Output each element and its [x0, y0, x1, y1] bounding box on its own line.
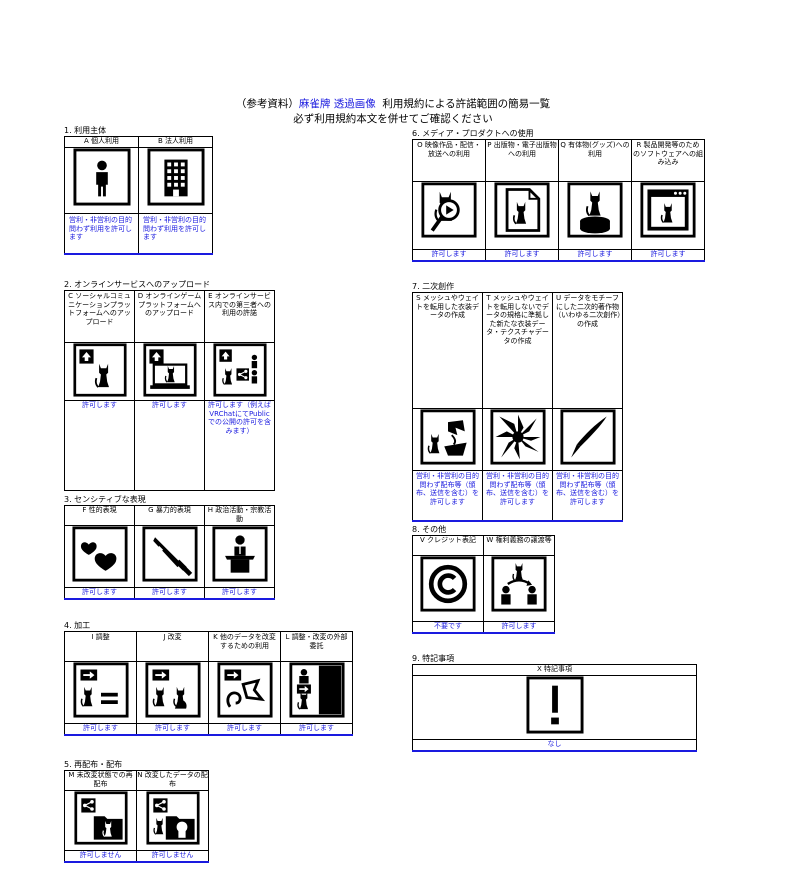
fabric-icon [490, 409, 546, 465]
col-header-b: B 法人利用 [138, 136, 213, 148]
section-title: 5. 再配布・配布 [64, 760, 123, 769]
status-n: 許可しません [136, 850, 209, 863]
status-f: 許可します [64, 587, 135, 600]
status-r: 許可します [631, 249, 705, 262]
col-header-o: O 映像作品・配信・放送への利用 [412, 139, 486, 182]
upload-share-icon [213, 343, 267, 397]
section-title: 2. オンラインサービスへのアップロード [64, 280, 211, 289]
video-icon [421, 182, 477, 238]
section-other: 8. その他 V クレジット表記 W 権利義務の譲渡等 不要です 許可します [412, 525, 555, 634]
status-g: 許可します [134, 587, 205, 600]
status-u: 営利・非営利の目的問わず配布等（頒布、送信を含む）を許可します [552, 470, 623, 522]
col-header-q: Q 有体物(グッズ)への利用 [558, 139, 632, 182]
title-link-transparent[interactable]: 透過画像 [333, 98, 376, 110]
status-c: 許可します [64, 400, 135, 491]
section-title: 7. 二次創作 [412, 282, 455, 291]
status-m: 許可しません [64, 850, 137, 863]
col-header-j: J 改変 [136, 631, 209, 662]
status-t: 営利・非営利の目的問わず配布等（頒布、送信を含む）を許可します [482, 470, 553, 522]
col-header-l: L 調整・改変の外部委託 [280, 631, 353, 662]
costume-icon [420, 409, 476, 465]
transform-icon [217, 662, 273, 718]
section-title: 8. その他 [412, 525, 447, 534]
status-o: 許可します [412, 249, 486, 262]
col-header-s: S メッシュやウェイトを転用した衣装データの作成 [412, 292, 483, 409]
col-header-d: D オンラインゲームプラットフォームへのアップロード [134, 290, 205, 343]
section-sensitive: 3. センシティブな表現 F 性的表現 G 暴力的表現 H 政治活動・宗教活動 … [64, 495, 275, 600]
status-v: 不要です [412, 621, 484, 634]
person-icon [73, 148, 131, 206]
document-icon [494, 182, 550, 238]
copyright-icon [420, 556, 476, 612]
section-media-product: 6. メディア・プロダクトへの使用 O 映像作品・配信・放送への利用 P 出版物… [412, 129, 705, 262]
upload-avatar-icon [73, 343, 127, 397]
col-header-h: H 政治活動・宗教活動 [204, 505, 275, 526]
title-link-mahjong[interactable]: 麻雀牌 [298, 98, 331, 110]
status-i: 許可します [64, 723, 137, 736]
section-processing: 4. 加工 I 調整 J 改変 K 他のデータを改変するための利用 L 調整・改… [64, 621, 353, 736]
col-header-x: X 特記事項 [412, 664, 697, 676]
section-title: 9. 特記事項 [412, 654, 455, 663]
figure-icon [567, 182, 623, 238]
col-header-a: A 個人利用 [64, 136, 139, 148]
col-header-f: F 性的表現 [64, 505, 135, 526]
status-l: 許可します [280, 723, 353, 736]
status-b: 営利・非営利の目的問わず利用を許可します [138, 213, 213, 255]
col-header-g: G 暴力的表現 [134, 505, 205, 526]
col-header-k: K 他のデータを改変するための利用 [208, 631, 281, 662]
adjust-icon [73, 662, 129, 718]
col-header-r: R 製品開発等のためのソフトウェアへの組み込み [631, 139, 705, 182]
status-d: 許可します [134, 400, 205, 491]
col-header-p: P 出版物・電子出版物への利用 [485, 139, 559, 182]
status-p: 許可します [485, 249, 559, 262]
col-header-c: C ソーシャルコミュニケーションプラットフォームへのアップロード [64, 290, 135, 343]
col-header-e: E オンラインサービス内での第三者への利用の許諾 [204, 290, 275, 343]
status-e: 許可します（例えばVRChatにてPublicでの公開の許可を含みます） [204, 400, 275, 491]
share-modified-icon [146, 791, 200, 845]
section-derivative: 7. 二次創作 S メッシュやウェイトを転用した衣装データの作成 T メッシュや… [412, 282, 623, 522]
col-header-u: U データをモチーフにした二次的著作物（いわゆる二次創作）の作成 [552, 292, 623, 409]
upload-monitor-icon [143, 343, 197, 397]
hearts-icon [72, 526, 128, 582]
building-icon [147, 148, 205, 206]
col-header-i: I 調整 [64, 631, 137, 662]
status-s: 営利・非営利の目的問わず配布等（頒布、送信を含む）を許可します [412, 470, 483, 522]
status-x: なし [412, 739, 697, 752]
section-title: 6. メディア・プロダクトへの使用 [412, 129, 534, 138]
status-k: 許可します [208, 723, 281, 736]
col-header-v: V クレジット表記 [412, 535, 484, 556]
pen-icon [560, 409, 616, 465]
exclamation-icon [526, 676, 584, 734]
section-special-notes: 9. 特記事項 X 特記事項 なし [412, 654, 697, 752]
title-suffix: 利用規約による許諾範囲の簡易一覧 [382, 98, 551, 110]
section-usage-subject: 1. 利用主体 A 個人利用 B 法人利用 営利・非営利の目的問わず利用を許可し… [64, 126, 213, 255]
page-title: （参考資料）麻雀牌 透過画像 利用規約による許諾範囲の簡易一覧 [0, 97, 786, 112]
status-a: 営利・非営利の目的問わず利用を許可します [64, 213, 139, 255]
status-h: 許可します [204, 587, 275, 600]
knife-icon [142, 526, 198, 582]
status-j: 許可します [136, 723, 209, 736]
col-header-n: N 改変したデータの配布 [136, 770, 209, 791]
section-title: 3. センシティブな表現 [64, 495, 146, 504]
page-subtitle: 必ず利用規約本文を併せてご確認ください [293, 113, 493, 125]
modify-icon [145, 662, 201, 718]
software-icon [640, 182, 696, 238]
section-online-upload: 2. オンラインサービスへのアップロード C ソーシャルコミュニケーションプラッ… [64, 280, 275, 491]
section-title: 1. 利用主体 [64, 126, 107, 135]
transfer-icon [491, 556, 547, 612]
outsource-icon [289, 662, 345, 718]
status-w: 許可します [483, 621, 555, 634]
share-folder-icon [74, 791, 128, 845]
col-header-t: T メッシュやウェイトを転用しないでデータの規格に準拠した新たな衣装データ・テク… [482, 292, 553, 409]
section-title: 4. 加工 [64, 621, 91, 630]
title-prefix: （参考資料） [235, 98, 299, 110]
podium-icon [212, 526, 268, 582]
col-header-w: W 権利義務の譲渡等 [483, 535, 555, 556]
status-q: 許可します [558, 249, 632, 262]
col-header-m: M 未改変状態での再配布 [64, 770, 137, 791]
section-redistribution: 5. 再配布・配布 M 未改変状態での再配布 N 改変したデータの配布 許可しま… [64, 760, 209, 863]
